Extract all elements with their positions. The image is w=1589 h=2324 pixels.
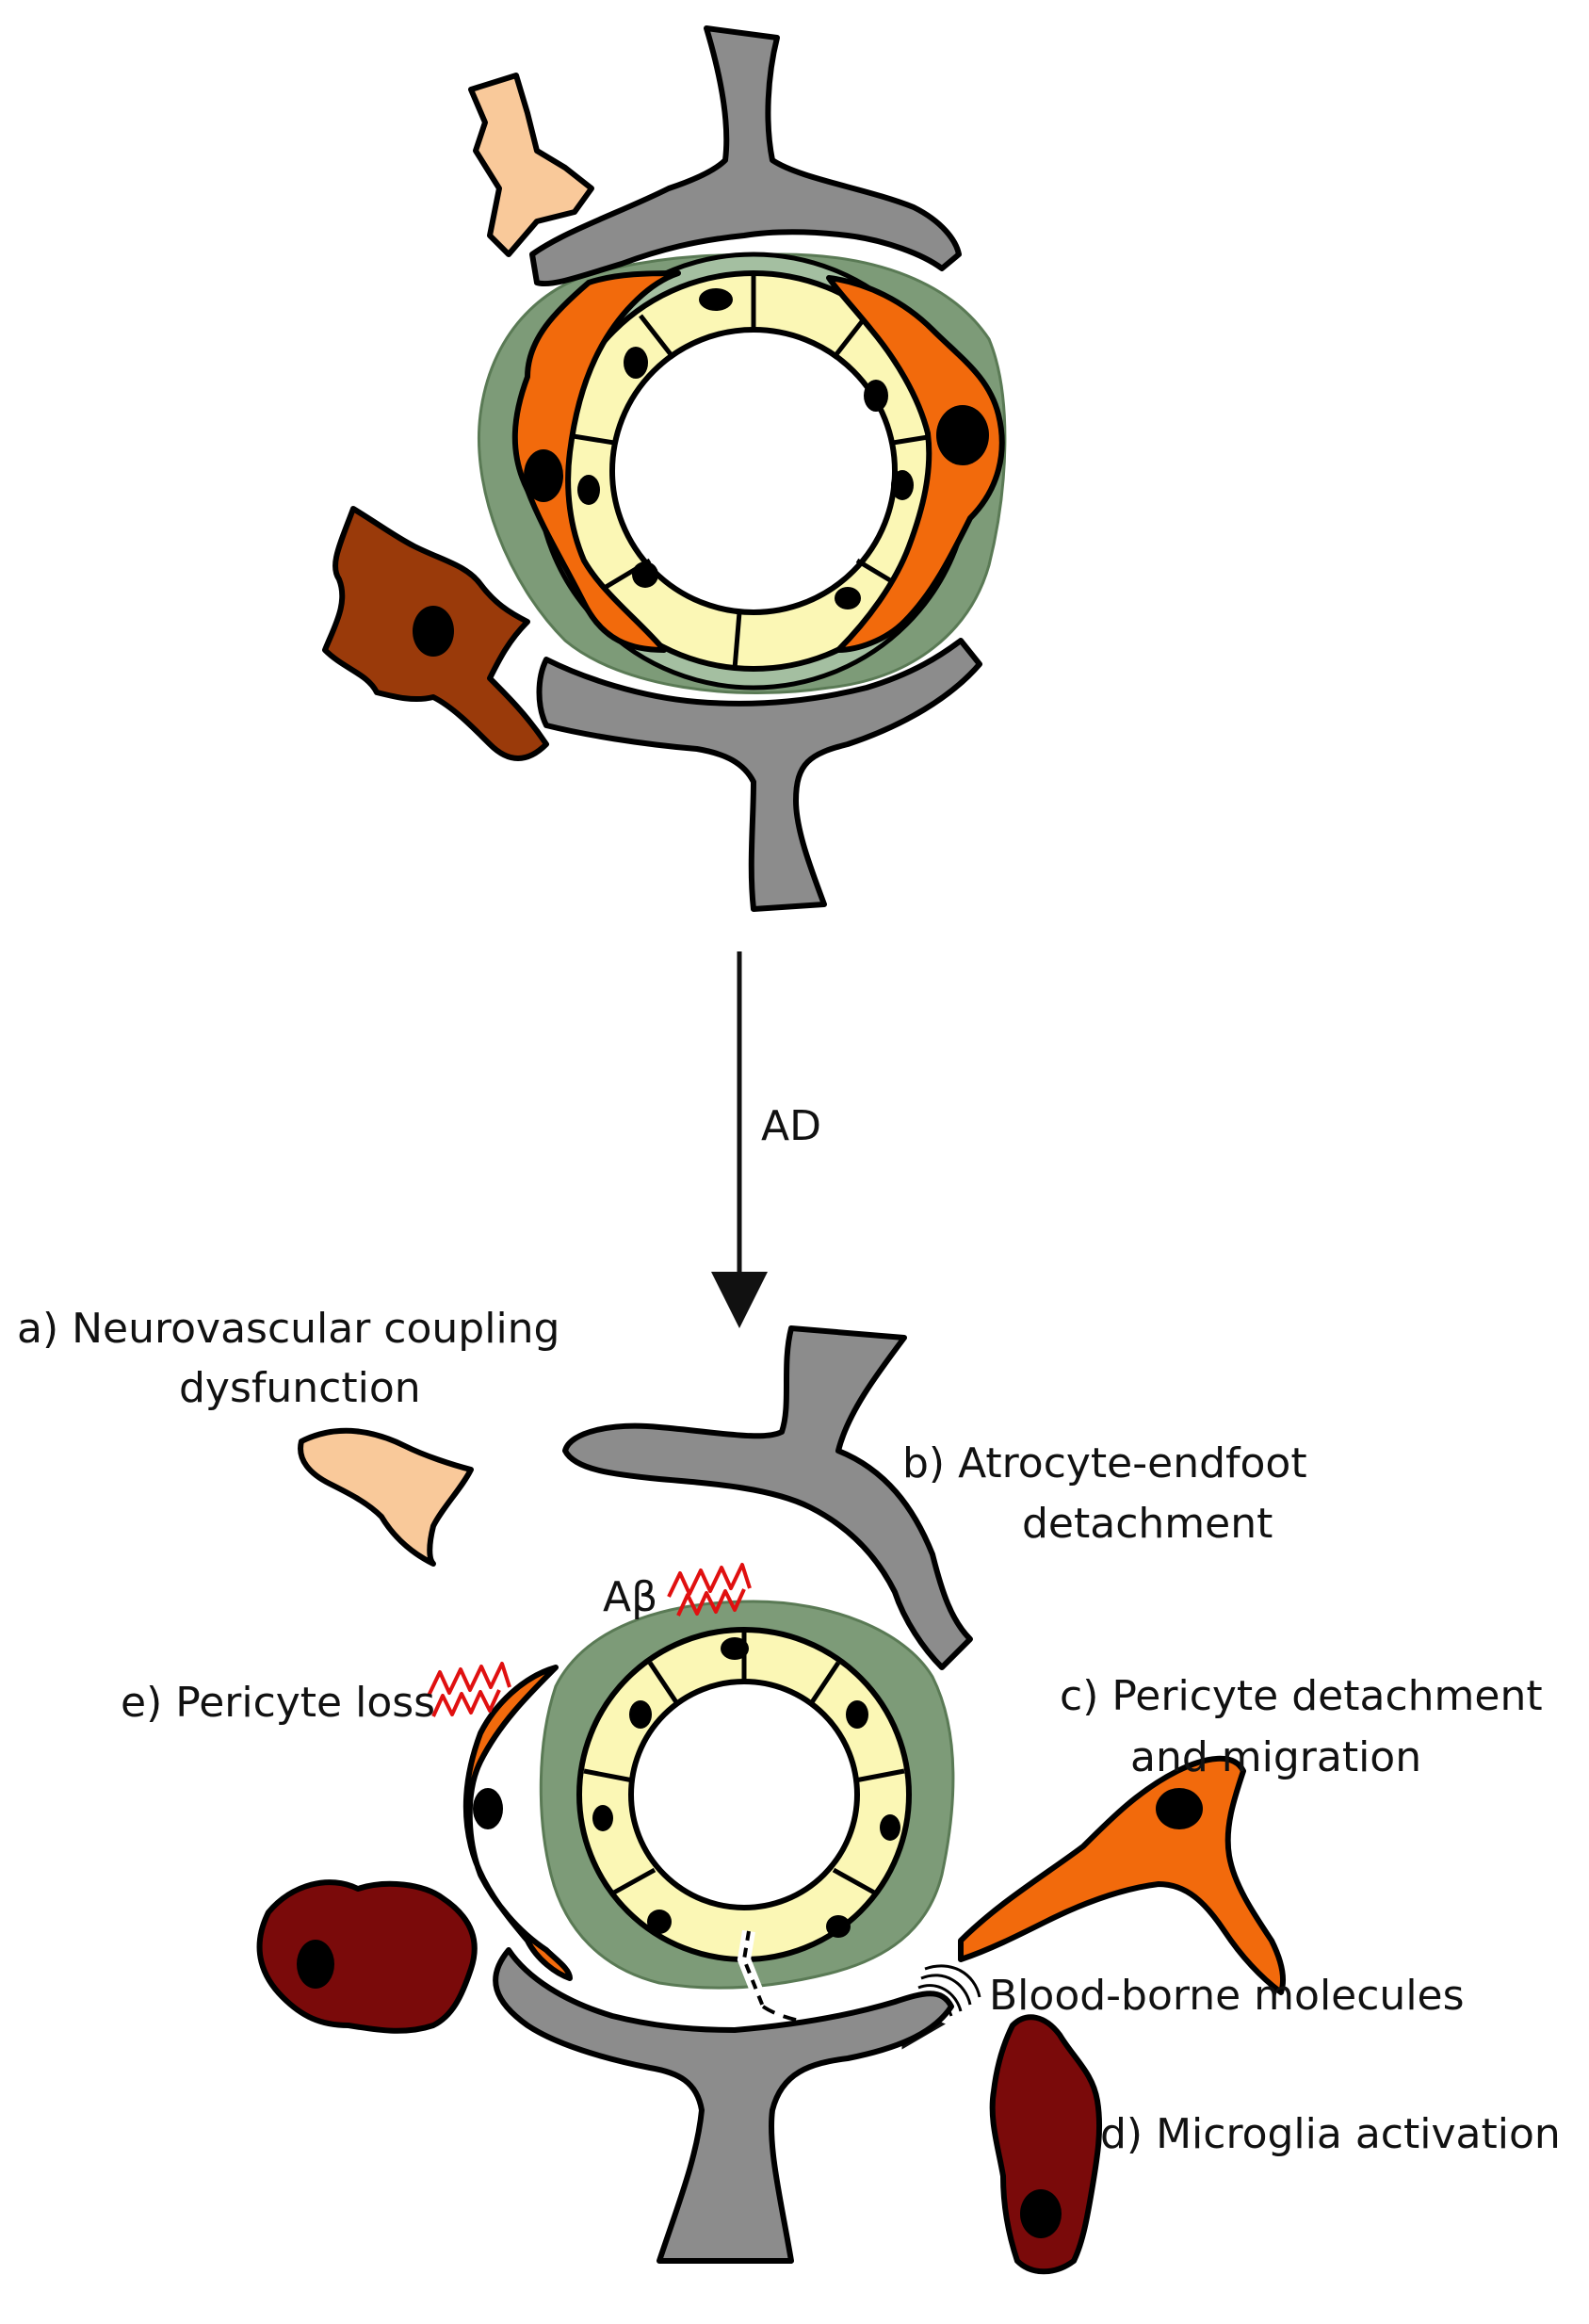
- pericyte-left: [511, 270, 681, 653]
- label-microglia: d) Microglia activation: [1100, 2110, 1561, 2158]
- microglia-activated: [989, 2014, 1103, 2275]
- label-astrocyte-line1: b) Atrocyte-endfoot: [902, 1439, 1307, 1487]
- microglia-nucleus: [413, 606, 454, 657]
- label-pericyte-detach-line2: and migration: [1130, 1733, 1421, 1781]
- ad-unit: [256, 1325, 1286, 2275]
- endothelial-nuclei: [592, 1637, 900, 1938]
- vessel-breach-line: [741, 1930, 765, 2007]
- microglia-activated: [256, 1879, 478, 2034]
- pericyte-migrating: [958, 1755, 1286, 1995]
- pericyte-lost: [462, 1665, 573, 1981]
- endothelial-nuclei: [577, 288, 914, 609]
- label-astrocyte-line2: detachment: [1022, 1500, 1273, 1548]
- label-pericyte-loss: e) Pericyte loss: [121, 1679, 435, 1727]
- label-neurovascular-line1: a) Neurovascular coupling: [17, 1305, 560, 1353]
- label-pericyte-detach-line1: c) Pericyte detachment: [1060, 1672, 1543, 1720]
- label-blood-borne: Blood-borne molecules: [989, 1972, 1465, 2020]
- neuron-cell: [298, 1427, 474, 1567]
- pericyte-nucleus: [1156, 1788, 1203, 1829]
- pericyte-nucleus: [936, 405, 989, 465]
- microglia-nucleus: [1020, 2189, 1062, 2238]
- amyloid-beta-icon: [427, 1563, 752, 1717]
- healthy-unit: [322, 25, 1007, 912]
- astrocyte-endfoot-bottom: [536, 638, 982, 912]
- pericyte-nucleus: [473, 1788, 503, 1829]
- label-abeta: Aβ: [603, 1573, 657, 1621]
- vessel-lumen: [628, 1679, 860, 1910]
- neuron-cell: [468, 73, 594, 257]
- microglia-nucleus: [297, 1940, 334, 1989]
- pericyte-right: [826, 275, 1005, 653]
- astrocyte-endfoot-top: [562, 1325, 973, 1670]
- label-neurovascular-line2: dysfunction: [179, 1364, 421, 1412]
- arrow-label: AD: [761, 1102, 821, 1150]
- astrocyte-endfoot-bottom: [493, 1947, 954, 2264]
- astrocyte-endfoot-top: [529, 25, 962, 286]
- pericyte-nucleus: [524, 449, 563, 502]
